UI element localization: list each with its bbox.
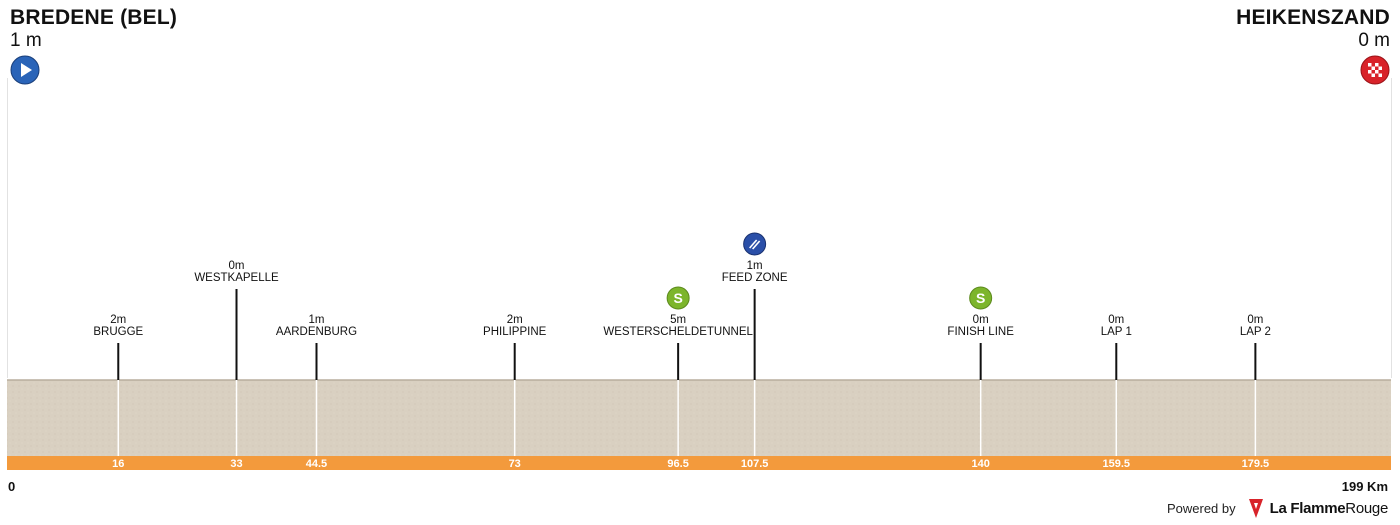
km-tick-label: 96.5 xyxy=(667,458,688,470)
waypoint-name: PHILIPPINE xyxy=(483,326,547,338)
waypoint-altitude: 2m xyxy=(507,314,523,326)
km-bar xyxy=(7,456,1391,470)
powered-by-text: Powered by xyxy=(1166,500,1236,516)
sprint-s-icon: S xyxy=(969,286,993,310)
x-axis-end-label: 199 Km xyxy=(1341,479,1388,494)
waypoint-name: FEED ZONE xyxy=(722,272,788,284)
waypoint-altitude: 1m xyxy=(747,260,763,272)
km-tick-label: 33 xyxy=(230,458,242,470)
feed-zone-icon xyxy=(743,232,767,256)
left-frame-line xyxy=(7,78,8,378)
waypoint-altitude: 0m xyxy=(1247,314,1263,326)
finish-altitude: 0 m xyxy=(1358,30,1390,51)
waypoint-altitude: 2m xyxy=(110,314,126,326)
km-tick-label: 44.5 xyxy=(306,458,327,470)
play-circle-icon xyxy=(10,55,40,85)
checkered-flag-icon xyxy=(1360,55,1390,85)
waypoint-altitude: 0m xyxy=(1108,314,1124,326)
svg-text:S: S xyxy=(976,290,985,306)
sprint-s-icon: S xyxy=(666,286,690,310)
waypoint-name: WESTKAPELLE xyxy=(194,272,279,284)
waypoint-altitude: 5m xyxy=(670,314,686,326)
km-tick-label: 73 xyxy=(509,458,521,470)
waypoint-name: LAP 2 xyxy=(1240,326,1271,338)
waypoint-name: AARDENBURG xyxy=(276,326,357,338)
waypoint-name: LAP 1 xyxy=(1101,326,1132,338)
km-tick-label: 159.5 xyxy=(1103,458,1131,470)
km-tick-label: 179.5 xyxy=(1242,458,1270,470)
flame-logo-icon xyxy=(1248,499,1263,518)
waypoint-name: WESTERSCHELDETUNNEL xyxy=(603,326,753,338)
start-name: BREDENE (BEL) xyxy=(10,6,178,29)
start-altitude: 1 m xyxy=(10,30,42,51)
finish-name: HEIKENSZAND xyxy=(1236,6,1390,29)
terrain-area xyxy=(7,380,1391,456)
right-frame-line xyxy=(1391,78,1392,378)
svg-text:S: S xyxy=(673,290,682,306)
waypoint-altitude: 0m xyxy=(229,260,245,272)
waypoint-altitude: 1m xyxy=(308,314,324,326)
km-tick-label: 140 xyxy=(971,458,989,470)
brand-sub: Rouge xyxy=(1345,499,1388,517)
brand-name: La FlammeRouge xyxy=(1269,499,1389,517)
waypoint-name: FINISH LINE xyxy=(947,326,1014,338)
km-tick-label: 107.5 xyxy=(741,458,769,470)
x-axis-start-label: 0 xyxy=(8,479,16,494)
km-tick-label: 16 xyxy=(112,458,124,470)
waypoint-name: BRUGGE xyxy=(93,326,143,338)
waypoint-altitude: 0m xyxy=(973,314,989,326)
powered-by: Powered by La FlammeRouge xyxy=(1167,497,1388,519)
start-block: BREDENE (BEL) 1 m xyxy=(10,6,177,90)
finish-block: HEIKENSZAND 0 m xyxy=(1236,6,1390,90)
brand-main: La Flamme xyxy=(1269,499,1346,517)
